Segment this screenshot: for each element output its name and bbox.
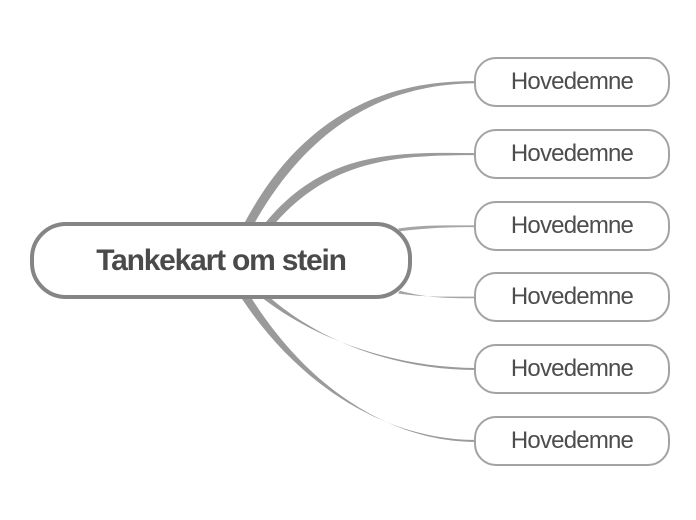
branch-node-1[interactable]: Hovedemne xyxy=(474,57,670,107)
branch-node-3[interactable]: Hovedemne xyxy=(474,201,670,251)
branch-node-label: Hovedemne xyxy=(510,68,634,95)
branch-node-label: Hovedemne xyxy=(510,427,634,454)
connector-root-branch-1 xyxy=(244,81,476,224)
connector-root-branch-6 xyxy=(242,299,476,442)
branch-node-4[interactable]: Hovedemne xyxy=(474,272,670,322)
branch-node-label: Hovedemne xyxy=(510,283,634,310)
root-node[interactable]: Tankekart om stein xyxy=(30,222,412,299)
branch-node-5[interactable]: Hovedemne xyxy=(474,344,670,394)
connector-root-branch-2 xyxy=(264,152,476,225)
branch-node-6[interactable]: Hovedemne xyxy=(474,416,670,466)
root-node-label: Tankekart om stein xyxy=(96,243,347,277)
branch-node-label: Hovedemne xyxy=(510,212,634,239)
branch-node-label: Hovedemne xyxy=(510,140,634,167)
branch-node-2[interactable]: Hovedemne xyxy=(474,129,670,179)
connector-root-branch-3 xyxy=(398,225,476,232)
connector-root-branch-4 xyxy=(398,290,476,299)
branch-node-label: Hovedemne xyxy=(510,355,634,382)
